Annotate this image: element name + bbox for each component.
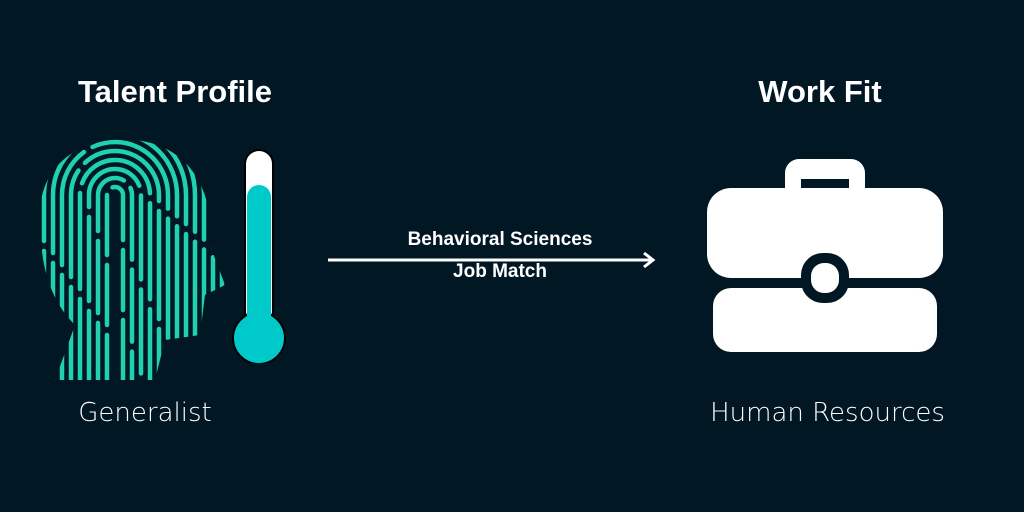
arrow-icon	[328, 251, 656, 269]
arrow-label-line1: Behavioral Sciences	[407, 229, 593, 250]
work-fit-title: Work Fit	[758, 74, 882, 109]
fingerprint-head-icon	[40, 139, 225, 380]
fingerprint-ridge	[86, 166, 144, 380]
talent-profile-title: Talent Profile	[77, 74, 273, 109]
fingerprint-ridge	[77, 157, 153, 380]
talent-caption: Generalist	[78, 398, 212, 428]
briefcase-icon	[707, 159, 943, 352]
arrow-label-line2: Job Match	[453, 261, 547, 282]
work-fit-caption: Human Resources	[710, 398, 945, 428]
fingerprint-ridge	[50, 139, 180, 380]
fingerprint-ridge	[104, 184, 126, 380]
fingerprint-ridge	[59, 139, 171, 380]
fingerprint-ridge	[68, 148, 162, 380]
fingerprint-ridge	[95, 175, 135, 380]
thermometer-icon	[232, 149, 286, 363]
